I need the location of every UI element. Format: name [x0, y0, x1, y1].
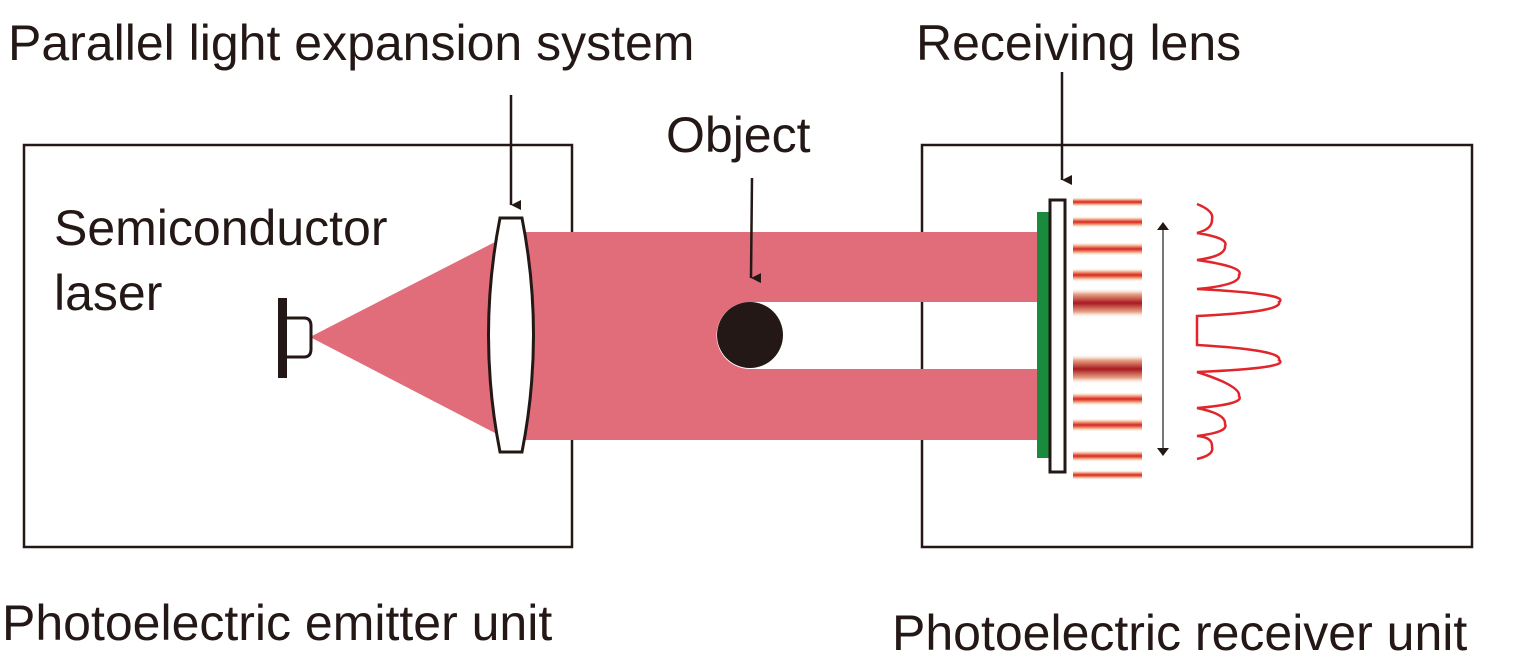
receiving-lens — [1048, 198, 1067, 474]
parallel-beam — [515, 232, 1038, 440]
fringe-band — [1073, 197, 1142, 207]
laser-diode-cap — [287, 316, 313, 359]
fringe-band — [1073, 450, 1142, 462]
label-expansion-system: Parallel light expansion system — [8, 15, 694, 71]
object-circle — [717, 302, 783, 368]
label-laser-line1: Semiconductor — [54, 200, 388, 256]
measurement-arrow-bottom — [1157, 448, 1169, 456]
photo-sensor — [1037, 212, 1049, 458]
fringe-band — [1073, 470, 1142, 480]
fringe-band — [1073, 268, 1142, 282]
fringe-band — [1073, 242, 1142, 256]
label-emitter-unit: Photoelectric emitter unit — [2, 595, 552, 651]
intensity-signal-curve — [1195, 202, 1282, 461]
fringe-band — [1073, 216, 1142, 228]
expansion-lens — [487, 216, 535, 454]
measurement-arrow-top — [1157, 222, 1169, 230]
object-pointer-arrow — [749, 177, 762, 284]
label-receiving-lens: Receiving lens — [916, 15, 1241, 71]
fringe-band — [1073, 354, 1142, 384]
laser-cone — [310, 242, 495, 433]
fringe-band — [1073, 392, 1142, 406]
diffraction-fringes — [1073, 197, 1142, 480]
receiver-unit-box — [920, 143, 1474, 549]
label-object: Object — [666, 107, 811, 163]
fringe-band — [1073, 418, 1142, 432]
fringe-band — [1073, 288, 1142, 318]
label-receiver-unit: Photoelectric receiver unit — [892, 605, 1467, 661]
label-laser-line2: laser — [54, 265, 162, 321]
laser-diode-icon — [278, 298, 287, 378]
